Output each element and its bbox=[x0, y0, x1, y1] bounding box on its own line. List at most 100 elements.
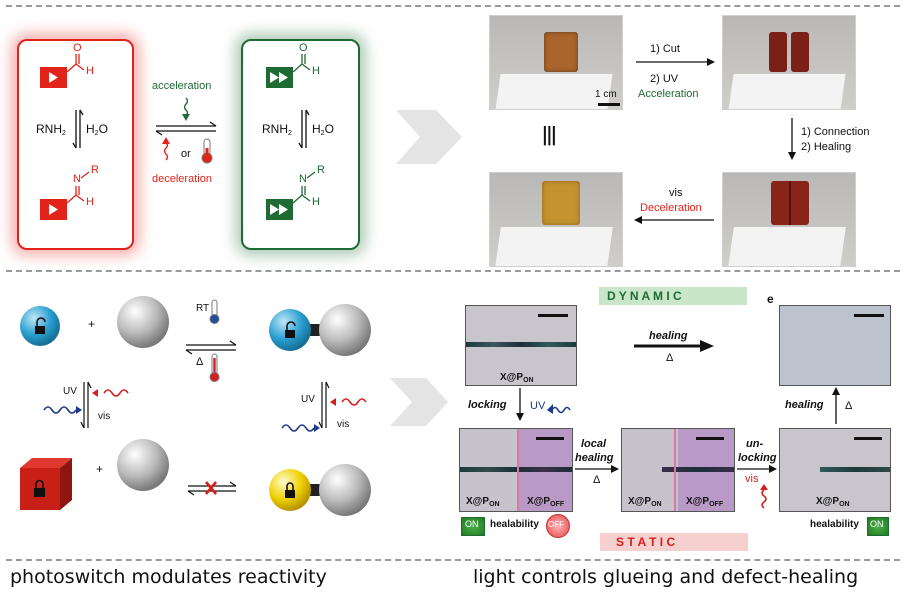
yellow-gray-dimer-gray bbox=[319, 464, 371, 516]
uv-wave-icon bbox=[43, 406, 77, 414]
healing-step: 2) Healing bbox=[801, 141, 852, 153]
rt-label: RT bbox=[196, 303, 210, 314]
delta-right-label: Δ bbox=[845, 400, 853, 412]
process-arrows bbox=[634, 58, 796, 224]
off-badge-text: OFF bbox=[548, 520, 564, 529]
plus-sign-2: + bbox=[96, 462, 104, 476]
uv-label-right: UV bbox=[301, 394, 315, 405]
healability-label-2: healability bbox=[810, 519, 859, 530]
gray-sphere-2 bbox=[117, 439, 169, 491]
deceleration-step: Deceleration bbox=[640, 202, 702, 214]
label-x-on-1: X@PON bbox=[500, 372, 534, 384]
or-label: or bbox=[181, 148, 191, 160]
red-light-wave-icon bbox=[163, 142, 169, 161]
delta-top-label: Δ bbox=[666, 352, 674, 364]
micrograph-unlocked bbox=[779, 428, 891, 512]
acceleration-label: acceleration bbox=[152, 80, 212, 92]
green-rnh2: RNH2 bbox=[262, 122, 292, 137]
micrograph-local-healing bbox=[621, 428, 735, 512]
green-o-atom: O bbox=[299, 42, 308, 54]
healability-label: healability bbox=[490, 519, 539, 530]
acceleration-step: Acceleration bbox=[638, 88, 699, 100]
gray-sphere bbox=[117, 296, 169, 348]
delta-mid-label: Δ bbox=[593, 474, 601, 486]
caption-left: photoswitch modulates reactivity bbox=[10, 566, 327, 588]
red-n-atom: N bbox=[73, 173, 81, 185]
red-locked-cube bbox=[20, 458, 72, 510]
equivalence-mark: ||| bbox=[542, 124, 557, 146]
vis-wave-icon bbox=[103, 389, 129, 397]
gel-photo-intact bbox=[489, 15, 623, 110]
vis-wave-icon-2 bbox=[341, 398, 367, 406]
uv-micro-label: UV bbox=[530, 400, 546, 412]
green-h2o: H2O bbox=[312, 122, 334, 137]
red-h-atom-2: H bbox=[86, 196, 94, 208]
cold-thermometer-icon bbox=[209, 299, 220, 324]
panel-e-label: e bbox=[767, 292, 774, 306]
static-banner bbox=[600, 533, 748, 551]
un-label: un- bbox=[746, 438, 764, 450]
gel-photo-healed-red bbox=[722, 172, 856, 267]
dynamic-banner bbox=[599, 287, 747, 305]
green-n-atom: N bbox=[299, 173, 307, 185]
healing-right-label: healing bbox=[785, 399, 824, 411]
chevron-right-icon bbox=[396, 110, 462, 164]
label-x-on-3: X@PON bbox=[628, 496, 662, 508]
bottom-separator bbox=[6, 559, 900, 561]
on-badge-2 bbox=[867, 517, 889, 536]
green-r-group: R bbox=[317, 164, 325, 176]
vis-label-left: vis bbox=[98, 411, 111, 422]
label-x-on-4: X@PON bbox=[816, 496, 850, 508]
delta-label: Δ bbox=[196, 356, 204, 368]
red-o-atom: O bbox=[73, 42, 82, 54]
thermometer-icon bbox=[201, 138, 213, 164]
micrograph-healed bbox=[779, 305, 891, 386]
static-label: S T A T I C bbox=[616, 535, 676, 549]
green-h-atom-2: H bbox=[312, 196, 320, 208]
caption-right: light controls glueing and defect-healin… bbox=[473, 566, 859, 588]
locking-label: locking bbox=[468, 399, 507, 411]
on-badge-text: ON bbox=[465, 519, 479, 529]
sphere-scheme bbox=[20, 296, 371, 516]
scale-label: 1 cm bbox=[595, 89, 617, 100]
local-healing-label: healing bbox=[575, 452, 614, 464]
uv-label-left: UV bbox=[63, 386, 77, 397]
top-separator bbox=[6, 5, 900, 7]
micrograph-locked bbox=[459, 428, 573, 512]
cut-step: 1) Cut bbox=[650, 43, 680, 55]
blocked-x-icon bbox=[205, 481, 217, 495]
uv-step: 2) UV bbox=[650, 73, 679, 85]
plus-sign: + bbox=[88, 317, 96, 331]
imine-chemistry-drawing bbox=[40, 54, 316, 220]
deceleration-label: deceleration bbox=[152, 173, 212, 185]
micrograph-initial bbox=[465, 305, 577, 386]
vis-step: vis bbox=[669, 187, 683, 199]
on-badge bbox=[461, 517, 485, 536]
local-label: local bbox=[581, 438, 607, 450]
scale-bar bbox=[598, 103, 620, 106]
uv-wave-icon-3 bbox=[551, 406, 571, 414]
gel-photo-cut bbox=[722, 15, 856, 110]
vis-wave-icon-3 bbox=[761, 489, 767, 509]
blue-gray-dimer-gray bbox=[319, 304, 371, 356]
off-badge bbox=[546, 514, 570, 538]
micro-arrows bbox=[516, 340, 840, 509]
gel-photo-healed-orange bbox=[489, 172, 623, 267]
uv-wave-icon-2 bbox=[281, 424, 315, 432]
label-x-on-2: X@PON bbox=[466, 496, 500, 508]
on-badge-text-2: ON bbox=[870, 519, 884, 529]
chevron-right-icon-2 bbox=[390, 378, 448, 426]
label-x-off-1: X@POFF bbox=[527, 496, 565, 508]
connection-step: 1) Connection bbox=[801, 126, 870, 138]
label-x-off-2: X@POFF bbox=[686, 496, 724, 508]
red-h-atom: H bbox=[86, 65, 94, 77]
green-h-atom: H bbox=[312, 65, 320, 77]
vis-micro-label: vis bbox=[745, 473, 759, 485]
red-r-group: R bbox=[91, 164, 99, 176]
dynamic-label: D Y N A M I C bbox=[607, 289, 682, 303]
red-rnh2: RNH2 bbox=[36, 122, 66, 137]
green-light-wave-icon bbox=[183, 97, 189, 116]
middle-separator bbox=[6, 270, 900, 272]
red-h2o: H2O bbox=[86, 122, 108, 137]
healing-top-label: healing bbox=[649, 330, 688, 342]
